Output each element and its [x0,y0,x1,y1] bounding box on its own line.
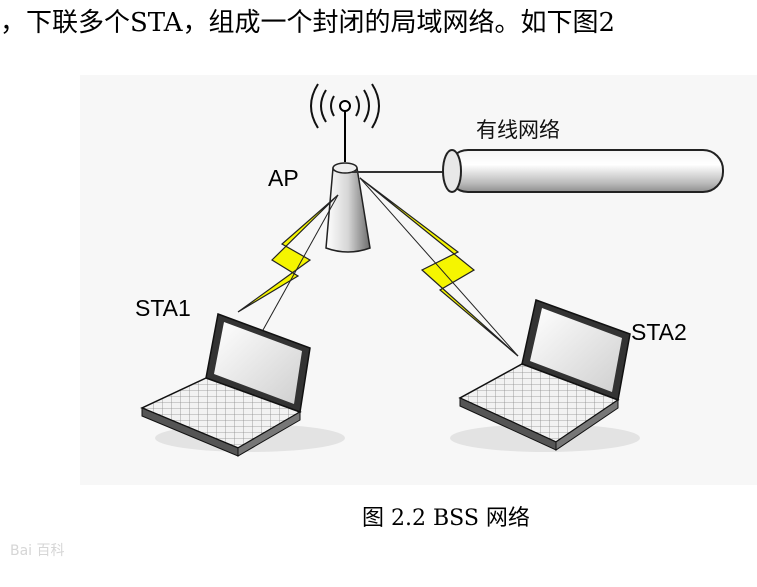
sta1-label: STA1 [135,295,191,321]
wired-network-label: 有线网络 [476,118,560,142]
laptop-sta2-icon [450,299,640,452]
access-point-icon [325,100,371,253]
wireless-link-sta2-icon [359,177,519,357]
intro-text: ，下联多个STA，组成一个封闭的局域网络。如下图2 [0,8,616,38]
baidu-watermark: Bai 百科 [10,543,65,559]
figure-caption: 图 2.2 BSS 网络 [362,506,530,531]
radio-waves-icon [310,83,380,129]
ap-label: AP [268,165,299,191]
laptop-sta1-icon [140,312,345,457]
sta2-label: STA2 [631,319,687,345]
wired-network-pipe-icon [442,149,724,193]
